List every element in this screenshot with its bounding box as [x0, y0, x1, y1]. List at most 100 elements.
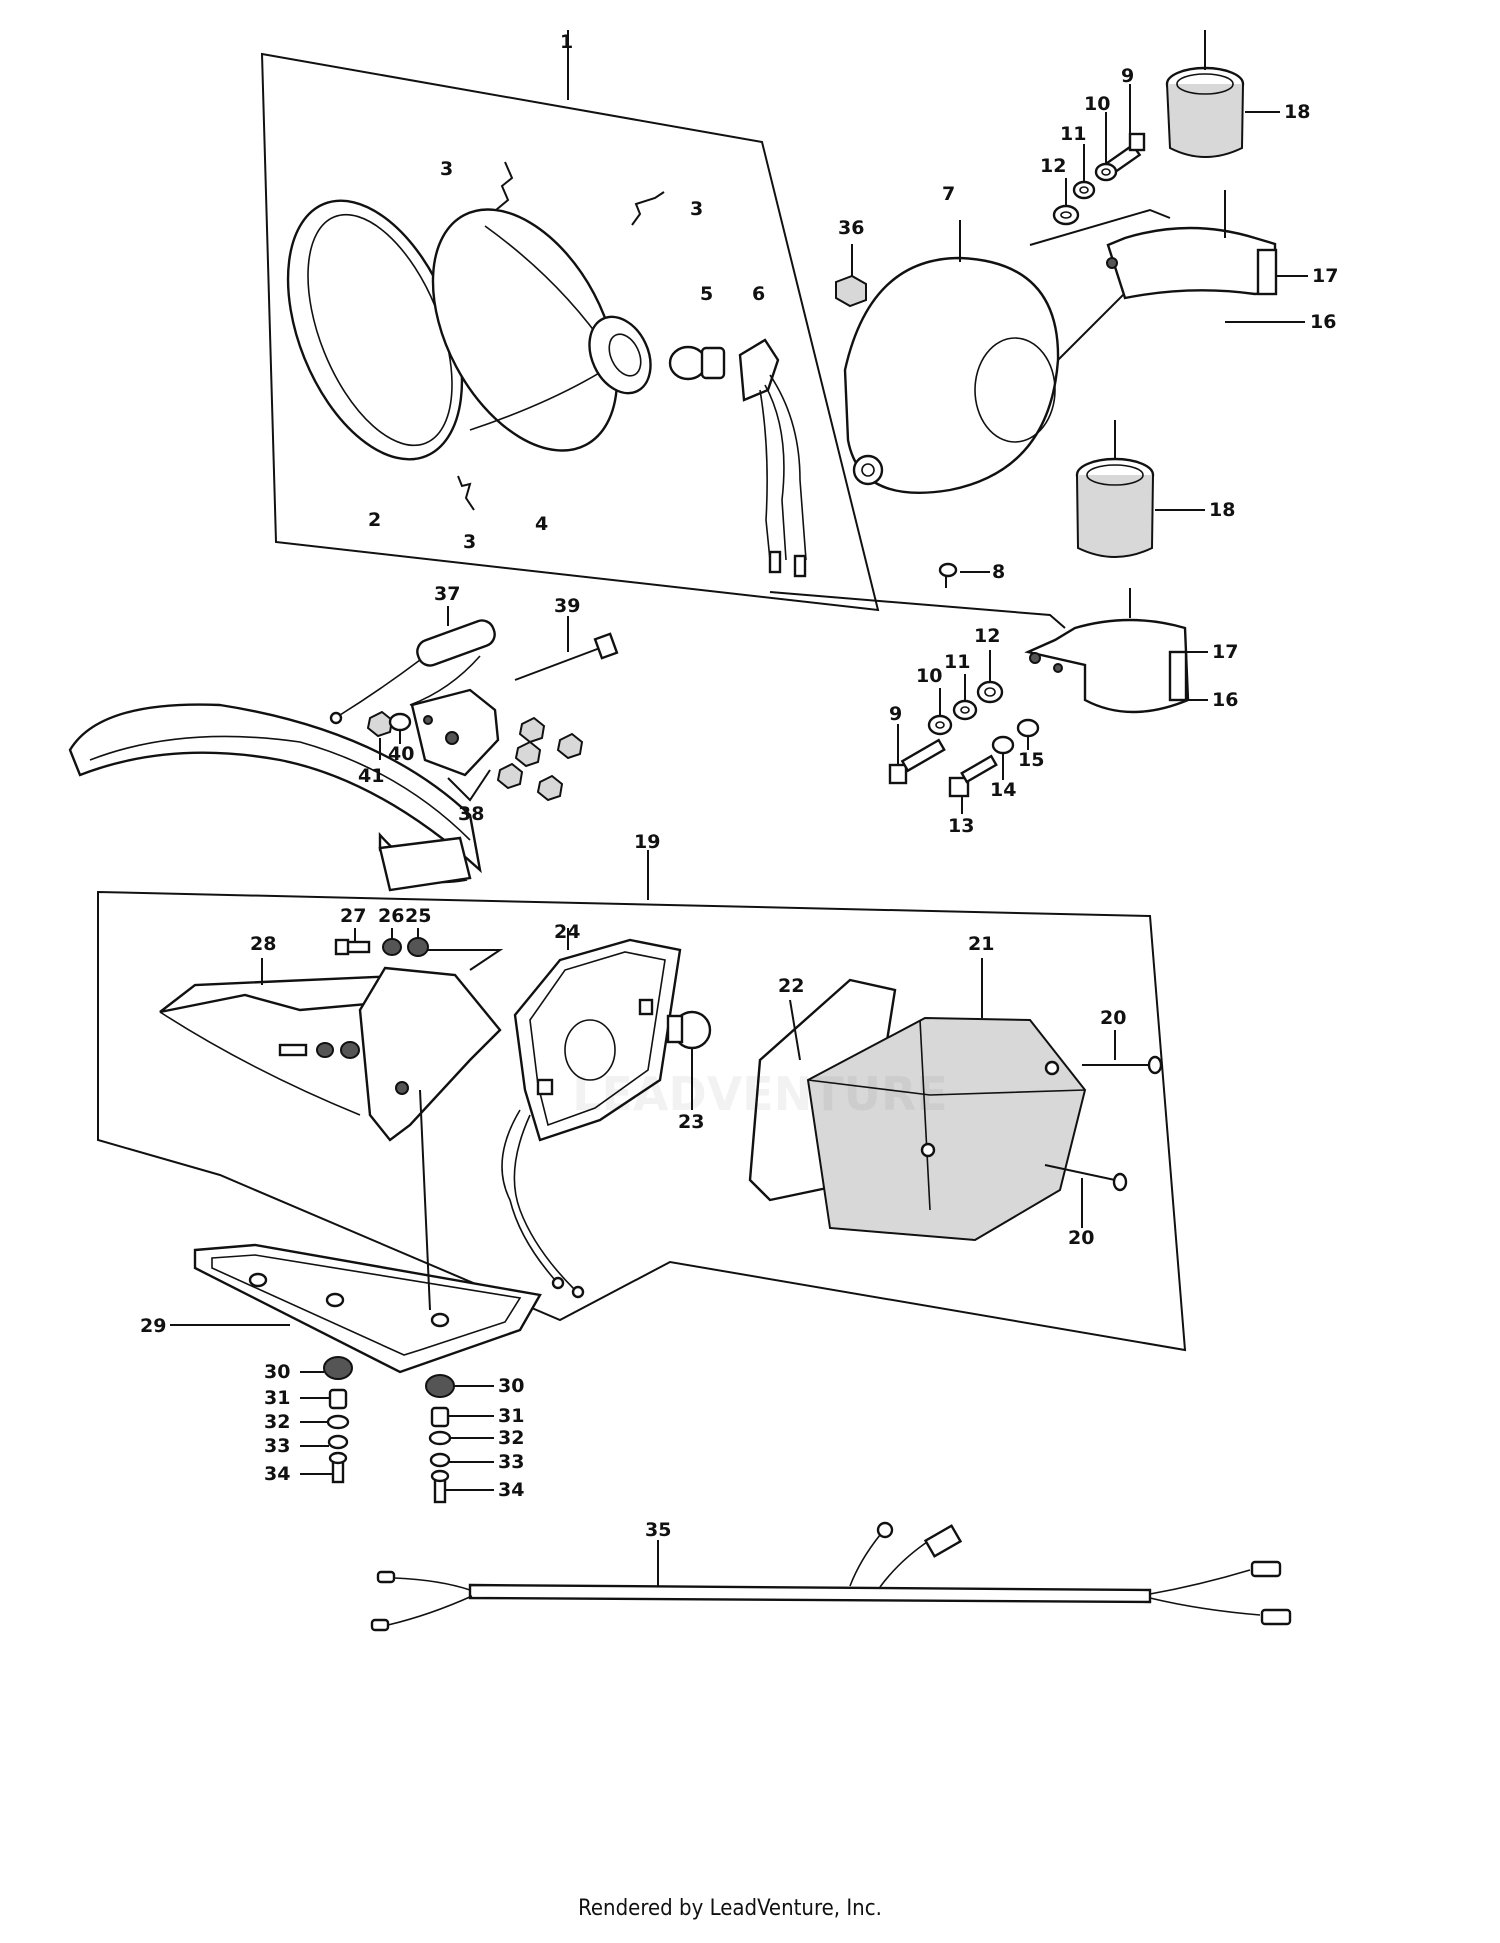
callout-40: 40 — [388, 743, 414, 765]
nut — [496, 762, 524, 790]
callout-25: 25 — [405, 905, 431, 927]
callout-19: 19 — [634, 831, 660, 853]
fastener-guide — [428, 949, 504, 971]
nut — [340, 1041, 360, 1059]
callout-20: 20 — [1100, 1007, 1126, 1029]
taillight-assembly-outline — [97, 890, 1187, 1352]
washer — [1016, 718, 1040, 738]
callout-5: 5 — [700, 283, 713, 305]
callout-26: 26 — [378, 905, 404, 927]
headlight-bracket — [1024, 618, 1190, 714]
callout-20: 20 — [1068, 1227, 1094, 1249]
callout-33: 33 — [498, 1451, 524, 1473]
callout-30: 30 — [264, 1361, 290, 1383]
leader-38 — [447, 769, 491, 802]
fork-cover — [1075, 457, 1155, 558]
lens-base — [501, 938, 682, 1299]
callout-24: 24 — [554, 921, 580, 943]
resistor — [329, 619, 496, 725]
mounting-clip — [457, 475, 475, 511]
callout-29: 29 — [140, 1315, 166, 1337]
washer — [1094, 162, 1118, 182]
callout-3: 3 — [690, 198, 703, 220]
callout-3: 3 — [440, 158, 453, 180]
washer — [382, 938, 402, 956]
callout-9: 9 — [889, 703, 902, 725]
headlight-assembly-outline — [260, 52, 880, 612]
callout-2: 2 — [368, 509, 381, 531]
lower-fork-mount — [769, 420, 1208, 814]
washer — [326, 1414, 350, 1430]
taillight-assembly-group — [97, 850, 1187, 1352]
watermark-text: LEADVENTURE — [572, 1067, 948, 1121]
headlight-reflector — [431, 208, 652, 452]
collar — [430, 1406, 450, 1428]
callout-22: 22 — [778, 975, 804, 997]
bolt — [278, 1043, 308, 1057]
callout-21: 21 — [968, 933, 994, 955]
callout-32: 32 — [498, 1427, 524, 1449]
bolt — [888, 738, 946, 785]
callout-35: 35 — [645, 1519, 671, 1541]
callout-4: 4 — [535, 513, 548, 535]
fender-mount-plate — [378, 836, 472, 892]
callout-41: 41 — [358, 765, 384, 787]
bolt — [948, 754, 998, 798]
headlight-bracket — [1106, 226, 1278, 300]
callout-18: 18 — [1209, 499, 1235, 521]
callout-8: 8 — [992, 561, 1005, 583]
callout-27: 27 — [340, 905, 366, 927]
mount-guide-line — [1029, 208, 1171, 246]
callout-32: 32 — [264, 1411, 290, 1433]
callout-18: 18 — [1284, 101, 1310, 123]
callout-36: 36 — [838, 217, 864, 239]
callout-1: 1 — [560, 31, 573, 53]
washer — [316, 1042, 334, 1058]
nut — [514, 740, 542, 768]
callout-15: 15 — [1018, 749, 1044, 771]
washer — [388, 712, 412, 732]
screw — [1082, 1055, 1163, 1075]
washer — [952, 699, 978, 721]
callout-39: 39 — [554, 595, 580, 617]
lock-washer — [327, 1434, 349, 1450]
taillight-bulb — [666, 1010, 712, 1050]
callout-11: 11 — [1060, 123, 1086, 145]
license-bracket — [410, 688, 500, 777]
callout-7: 7 — [942, 183, 955, 205]
headlight-assembly-group — [260, 30, 1161, 612]
screw — [938, 562, 958, 588]
nut — [556, 732, 584, 760]
callout-11: 11 — [944, 651, 970, 673]
lock-washer — [1052, 204, 1080, 226]
callout-37: 37 — [434, 583, 460, 605]
callout-34: 34 — [264, 1463, 290, 1485]
callout-12: 12 — [1040, 155, 1066, 177]
lock-washer — [429, 1452, 451, 1468]
callout-33: 33 — [264, 1435, 290, 1457]
screw — [1044, 1164, 1128, 1192]
nut — [366, 710, 394, 738]
taillight-bracket — [159, 966, 502, 1142]
washer — [991, 735, 1015, 755]
callout-10: 10 — [916, 665, 942, 687]
callout-16: 16 — [1310, 311, 1336, 333]
fork-cover — [1165, 66, 1245, 158]
leader-22 — [789, 999, 801, 1061]
callout-10: 10 — [1084, 93, 1110, 115]
headlight-case — [843, 256, 1060, 494]
footer-credit: Rendered by LeadVenture, Inc. — [0, 1896, 1500, 1921]
callout-12: 12 — [974, 625, 1000, 647]
mounting-clip — [631, 191, 665, 226]
mounting-clip — [495, 161, 514, 211]
callout-9: 9 — [1121, 65, 1134, 87]
long-bolt — [514, 632, 619, 681]
headlight-bulb — [668, 345, 726, 381]
washer — [428, 1430, 452, 1446]
rear-fender — [68, 703, 482, 874]
callout-30: 30 — [498, 1375, 524, 1397]
callout-16: 16 — [1212, 689, 1238, 711]
license-plate-base — [193, 1089, 542, 1374]
lock-washer — [976, 680, 1004, 704]
upper-fork-mount — [1029, 30, 1308, 323]
